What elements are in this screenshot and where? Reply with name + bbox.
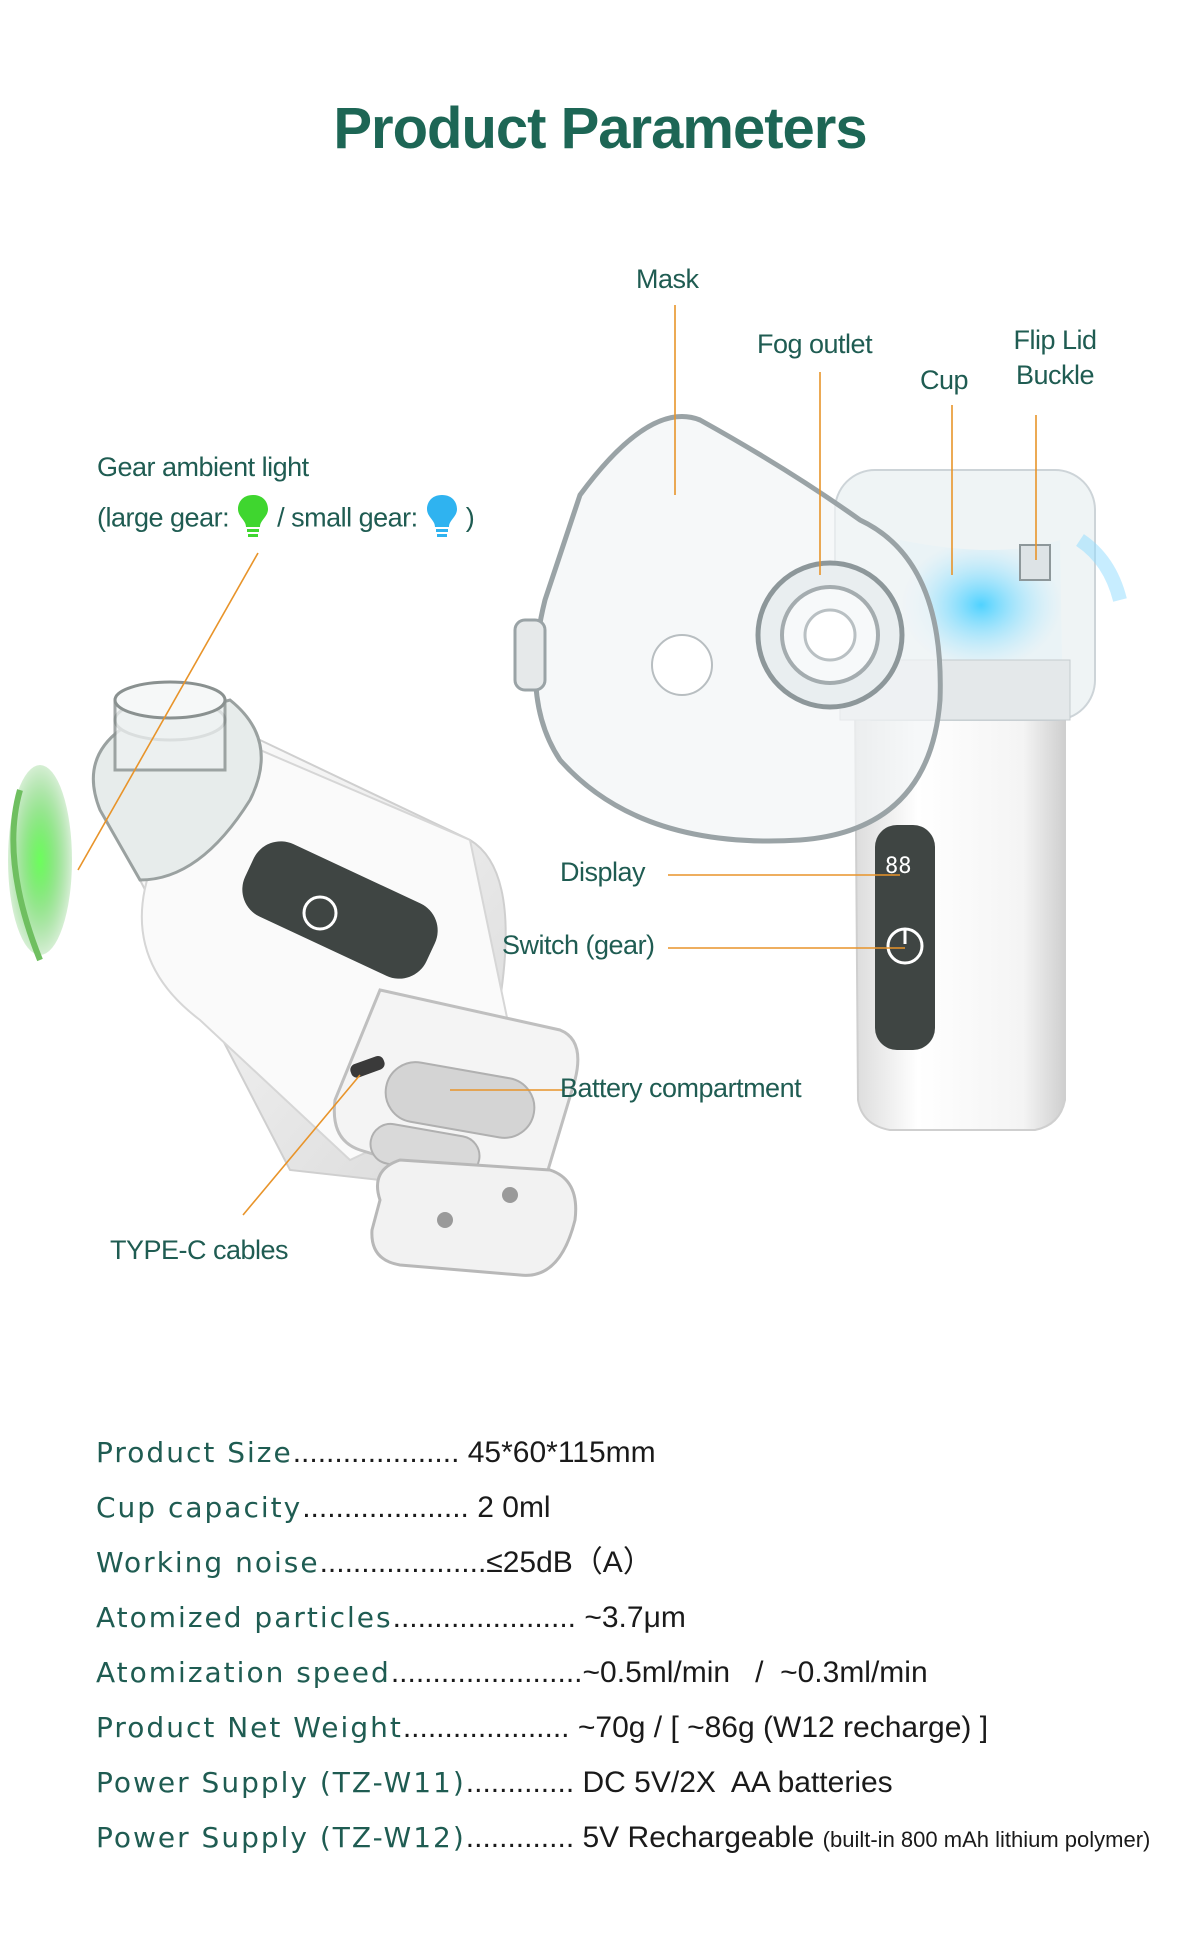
label-cup: Cup xyxy=(920,365,969,395)
spec-row: Atomization speed.......................… xyxy=(96,1656,928,1689)
label-gear-large: (large gear: xyxy=(97,502,230,533)
spec-row: Cup capacity.................... 2 0ml xyxy=(96,1491,551,1524)
label-gear-small: / small gear: xyxy=(277,502,418,533)
spec-row: Product Size.................... 45*60*1… xyxy=(96,1436,656,1469)
label-battery-compartment: Battery compartment xyxy=(560,1073,802,1103)
label-display: Display xyxy=(560,857,646,887)
spec-row: Power Supply (TZ-W11)............. DC 5V… xyxy=(96,1766,893,1799)
leader-lines xyxy=(77,305,1037,1216)
right-device: 88 xyxy=(513,414,1127,1131)
spec-row: Power Supply (TZ-W12)............. 5V Re… xyxy=(96,1821,1151,1854)
label-flip-lid-line1: Flip Lid xyxy=(1013,325,1097,355)
label-typec-cables: TYPE-C cables xyxy=(110,1235,289,1265)
spec-row: Atomized particles......................… xyxy=(96,1601,686,1634)
green-bulb-icon xyxy=(236,493,270,546)
label-fog-outlet: Fog outlet xyxy=(757,329,873,359)
label-mask: Mask xyxy=(636,264,699,294)
label-gear-close: ) xyxy=(465,502,475,533)
left-device xyxy=(8,680,580,1277)
spec-row: Working noise....................≤25dB（A… xyxy=(96,1546,653,1579)
label-flip-lid-line2: Buckle xyxy=(1015,360,1095,390)
blue-bulb-icon xyxy=(425,493,459,546)
label-gear-legend: (large gear: / small gear: ) xyxy=(97,493,475,546)
nebulizer-illustration: 88 xyxy=(8,305,1127,1277)
label-switch: Switch (gear) xyxy=(502,930,655,960)
power-icon xyxy=(886,927,924,965)
spec-row: Product Net Weight.................... ~… xyxy=(96,1711,989,1744)
label-flip-lid: Flip Lid Buckle xyxy=(1005,325,1105,391)
label-gear-ambient-light: Gear ambient light xyxy=(97,452,309,482)
spec-list: Product Size.................... 45*60*1… xyxy=(96,1425,1150,1865)
page-title: Product Parameters xyxy=(333,96,867,161)
